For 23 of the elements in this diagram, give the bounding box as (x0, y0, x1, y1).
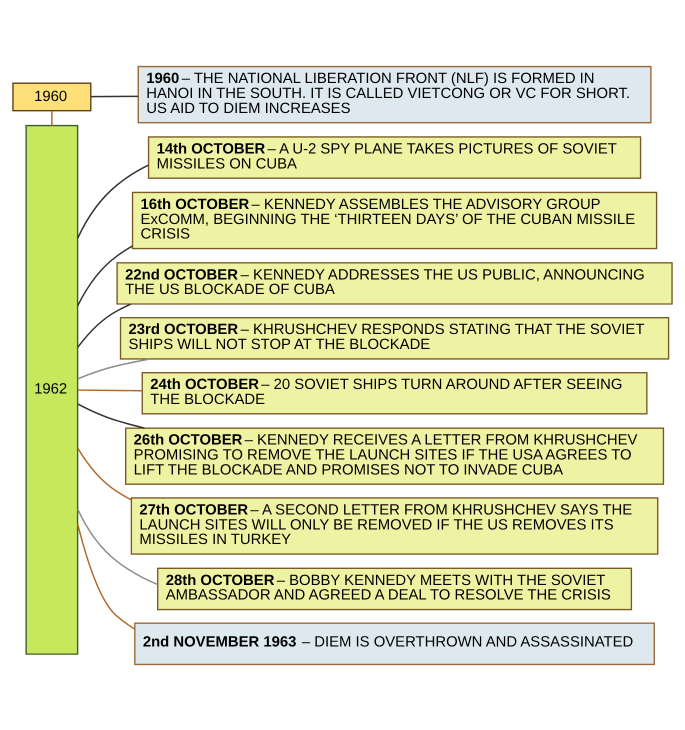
connector (78, 388, 142, 391)
connector (78, 402, 145, 428)
node-box: 16th OCTOBER – KENNEDY ASSEMBLES THE ADVISORY GROUP ExCOMM, BEGINNING THE ‘THIRTEEN DAYS’ OF THE CUBAN MISSILE CRISIS (132, 191, 658, 249)
connector (77, 448, 132, 500)
node-box: 2nd NOVEMBER 1963 – DIEM IS OVERTHROWN AND ASSASSINATED (134, 622, 655, 665)
node-box: 27th OCTOBER – A SECOND LETTER FROM KHRUSHCHEV SAYS THE LAUNCH SITES WILL ONLY BE REMOVED IF THE US REMOVES ITS MISSILES IN TURKEY (130, 496, 658, 554)
node-box: 24th OCTOBER – 20 SOVIET SHIPS TURN AROUND AFTER SEEING THE BLOCKADE (142, 371, 648, 414)
connector (78, 358, 150, 379)
node-box: 1962 (25, 124, 78, 654)
connector (51, 110, 53, 125)
connector (77, 244, 133, 306)
node-box: 14th OCTOBER – A U-2 SPY PLANE TAKES PICTURES OF SOVIET MISSILES ON CUBA (148, 136, 642, 178)
connector (77, 302, 132, 348)
connector (76, 523, 135, 630)
node-box: 28th OCTOBER – BOBBY KENNEDY MEETS WITH THE SOVIET AMBASSADOR AND AGREED A DEAL TO RESOLVE THE CRISIS (157, 567, 632, 610)
connector (91, 95, 138, 97)
node-box: 23rd OCTOBER – KHRUSHCHEV RESPONDS STATING THAT THE SOVIET SHIPS WILL NOT STOP AT THE BLOCKADE (120, 316, 670, 360)
node-box: 26th OCTOBER – KENNEDY RECEIVES A LETTER FROM KHRUSHCHEV PROMISING TO REMOVE THE LAUNCH SITES IF THE USA AGREES TO LIFT THE BLOCKADE AND PROMISES NOT TO INVADE CUBA (124, 426, 664, 484)
node-box: 1960 (12, 82, 92, 111)
node-box: 1960 – THE NATIONAL LIBERATION FRONT (NLF) IS FORMED IN HANOI IN THE SOUTH. IT IS CALLED VIETCONG OR VC FOR SHORT. US AID TO DIEM INCREASES (138, 65, 652, 123)
connector (77, 508, 158, 585)
connector (77, 164, 149, 238)
node-box: 22nd OCTOBER – KENNEDY ADDRESSES THE US PUBLIC, ANNOUNCING THE US BLOCKADE OF CUBA (116, 262, 673, 304)
